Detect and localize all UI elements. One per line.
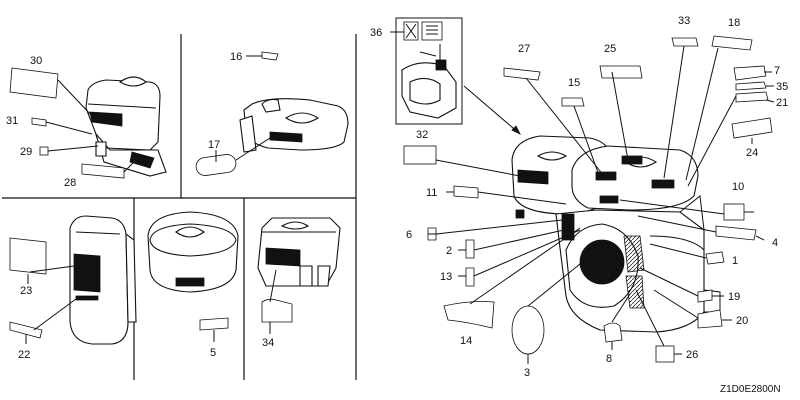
callout-34: 34 (262, 337, 274, 349)
diagram-code: Z1D0E2800N (720, 384, 781, 395)
inset-detail-box (395, 17, 521, 135)
callout-30: 30 (30, 55, 42, 67)
air-cleaner-assembly-b (239, 98, 349, 153)
callout-4: 4 (772, 237, 778, 249)
callout-25: 25 (604, 43, 616, 55)
callout-20: 20 (736, 315, 748, 327)
callout-33: 33 (678, 15, 690, 27)
callout-19: 19 (728, 291, 740, 303)
decals-panel-e (261, 298, 293, 323)
callout-23: 23 (20, 285, 32, 297)
panel-dividers (2, 34, 357, 380)
callout-28: 28 (64, 177, 76, 189)
callout-16: 16 (230, 51, 242, 63)
fuel-tank-side-assembly (69, 215, 137, 345)
callout-6: 6 (406, 229, 412, 241)
callout-26: 26 (686, 349, 698, 361)
callout-27: 27 (518, 43, 530, 55)
decals-panel-c (9, 237, 47, 339)
callout-3: 3 (524, 367, 530, 379)
callout-13: 13 (440, 271, 452, 283)
callout-7: 7 (774, 65, 780, 77)
callout-11: 11 (426, 187, 437, 199)
callout-18: 18 (728, 17, 740, 29)
engine-assembly (511, 135, 721, 333)
air-cleaner-assembly-a (85, 76, 167, 177)
callout-29: 29 (20, 146, 32, 158)
callout-15: 15 (568, 77, 580, 89)
callout-10: 10 (732, 181, 744, 193)
callout-35: 35 (776, 81, 788, 93)
oval-air-cleaner-assembly (147, 211, 239, 293)
callout-31: 31 (6, 115, 18, 127)
callout-1: 1 (732, 255, 738, 267)
engine-decals (403, 35, 773, 363)
decals-panel-b (195, 51, 279, 176)
callout-5: 5 (210, 347, 216, 359)
callout-numbers: 30 31 29 28 16 17 23 22 5 34 36 27 25 15… (6, 15, 788, 379)
callout-8: 8 (606, 353, 612, 365)
callout-24: 24 (746, 147, 758, 159)
callout-14: 14 (460, 335, 472, 347)
decals-panel-d (199, 317, 229, 331)
callout-22: 22 (18, 349, 30, 361)
callout-36: 36 (370, 27, 382, 39)
callout-32: 32 (416, 129, 428, 141)
callout-21: 21 (776, 97, 788, 109)
callout-17: 17 (208, 139, 220, 151)
callout-2: 2 (446, 245, 452, 257)
decals-panel-a (9, 67, 125, 179)
leader-lines (25, 31, 775, 364)
box-air-cleaner-assembly (257, 217, 341, 287)
